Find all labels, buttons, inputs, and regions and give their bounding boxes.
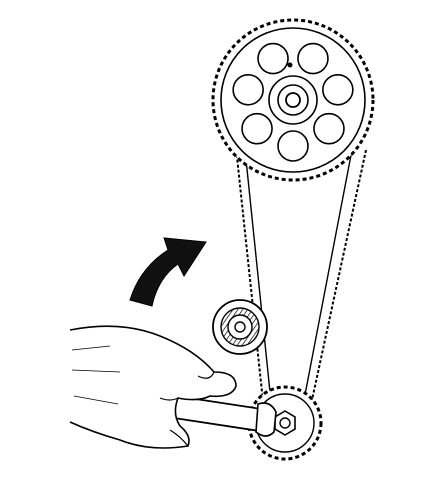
- cam-hole: [277, 130, 309, 162]
- cam-hole: [232, 73, 264, 106]
- hand-palm: [69, 325, 237, 449]
- cam-bolt: [285, 92, 301, 108]
- curved-arrow-clockwise-icon: [129, 237, 207, 307]
- cam-hole: [297, 42, 329, 75]
- wrench-handle: [173, 394, 269, 434]
- rotation-arrow: [129, 237, 207, 307]
- cam-hole: [241, 112, 273, 145]
- cam-hole: [257, 42, 289, 75]
- hand-wrist-shading: [71, 345, 121, 405]
- hand-finger-lines: [159, 371, 215, 447]
- cam-timing-mark: [287, 62, 293, 68]
- cam-sprocket-holes: [232, 42, 354, 162]
- hand: [69, 325, 237, 449]
- crank-bolt-center: [279, 417, 291, 429]
- camshaft-sprocket: [211, 18, 375, 182]
- cam-hole: [322, 73, 354, 106]
- belt-inner-edge: [243, 139, 353, 401]
- tensioner-pulley: [212, 299, 268, 355]
- cam-hole: [313, 112, 345, 145]
- tensioner-bolt: [234, 321, 246, 333]
- wrench-socket: [255, 402, 277, 437]
